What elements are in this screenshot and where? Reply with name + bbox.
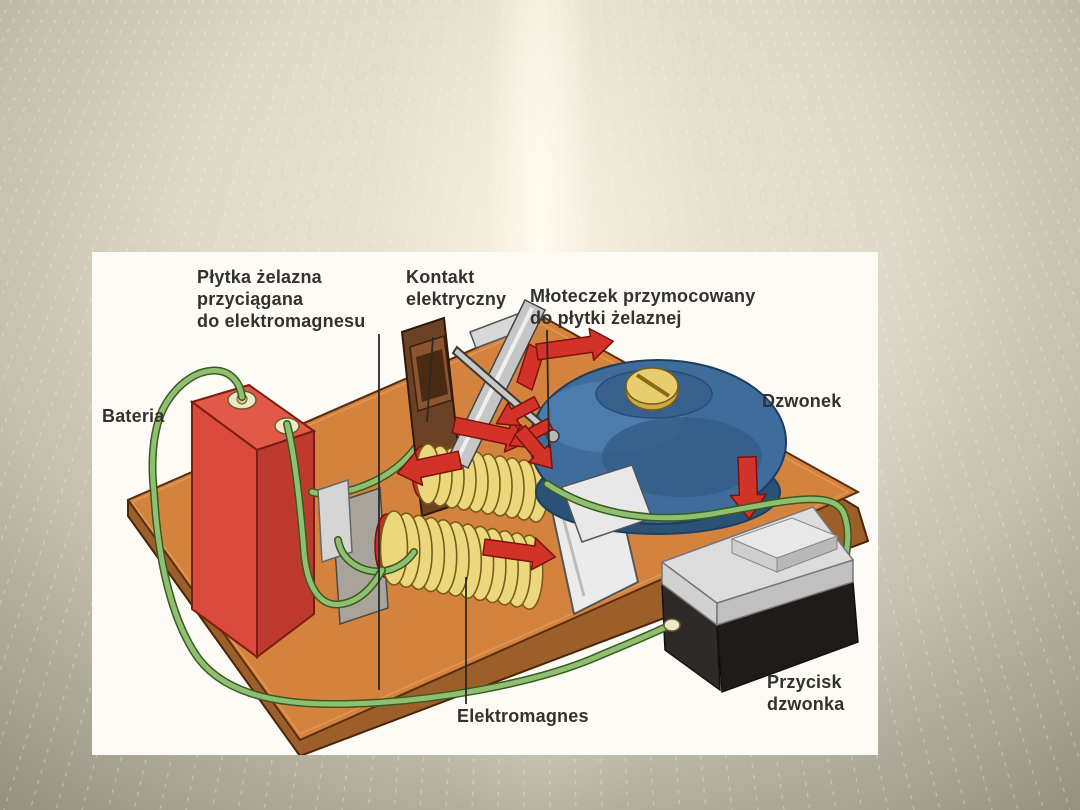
label-przycisk-line1: Przycisk <box>767 672 842 692</box>
battery <box>189 383 317 660</box>
wire-coil-arc <box>334 536 418 576</box>
wire-grommet <box>663 618 681 632</box>
label-plytka-line3: do elektromagnesu <box>197 311 365 331</box>
electric-bell-figure: Płytka żelazna przyciągana do elektromag… <box>92 252 878 755</box>
pointer-kontakt <box>426 336 434 423</box>
arrow-down-right <box>513 424 553 470</box>
wire-battery-right-to-coil <box>283 420 386 609</box>
label-przycisk-line2: dzwonka <box>767 694 845 714</box>
label-kontakt-line2: elektryczny <box>406 289 506 309</box>
arrow-small-left-1 <box>495 395 541 427</box>
label-kontakt-line1: Kontakt <box>406 267 474 287</box>
bell-button-box <box>660 506 859 694</box>
wire-bell-to-button <box>543 480 852 568</box>
current-arrows <box>396 327 768 571</box>
pointer-mloteczek <box>546 329 550 449</box>
label-dzwonek: Dzwonek <box>762 391 842 411</box>
bell-button <box>730 517 839 559</box>
arrow-big-left <box>396 450 463 487</box>
label-elektromagnes: Elektromagnes <box>457 706 589 726</box>
pointer-lines <box>378 329 550 704</box>
armature-support <box>317 478 389 626</box>
label-bateria: Bateria <box>102 406 165 426</box>
electric-bell-diagram: Płytka żelazna przyciągana do elektromag… <box>102 267 870 755</box>
figure-labels: Płytka żelazna przyciągana do elektromag… <box>102 267 845 726</box>
screw-slot <box>635 373 671 398</box>
arrow-front-coil <box>482 537 557 571</box>
label-mloteczek-line2: do płytki żelaznej <box>530 308 682 328</box>
wire-battery-left-to-button <box>148 366 681 709</box>
label-plytka-line2: przyciągana <box>197 289 304 309</box>
label-plytka-line1: Płytka żelazna <box>197 267 323 287</box>
label-mloteczek-line1: Młoteczek przymocowany <box>530 286 755 306</box>
